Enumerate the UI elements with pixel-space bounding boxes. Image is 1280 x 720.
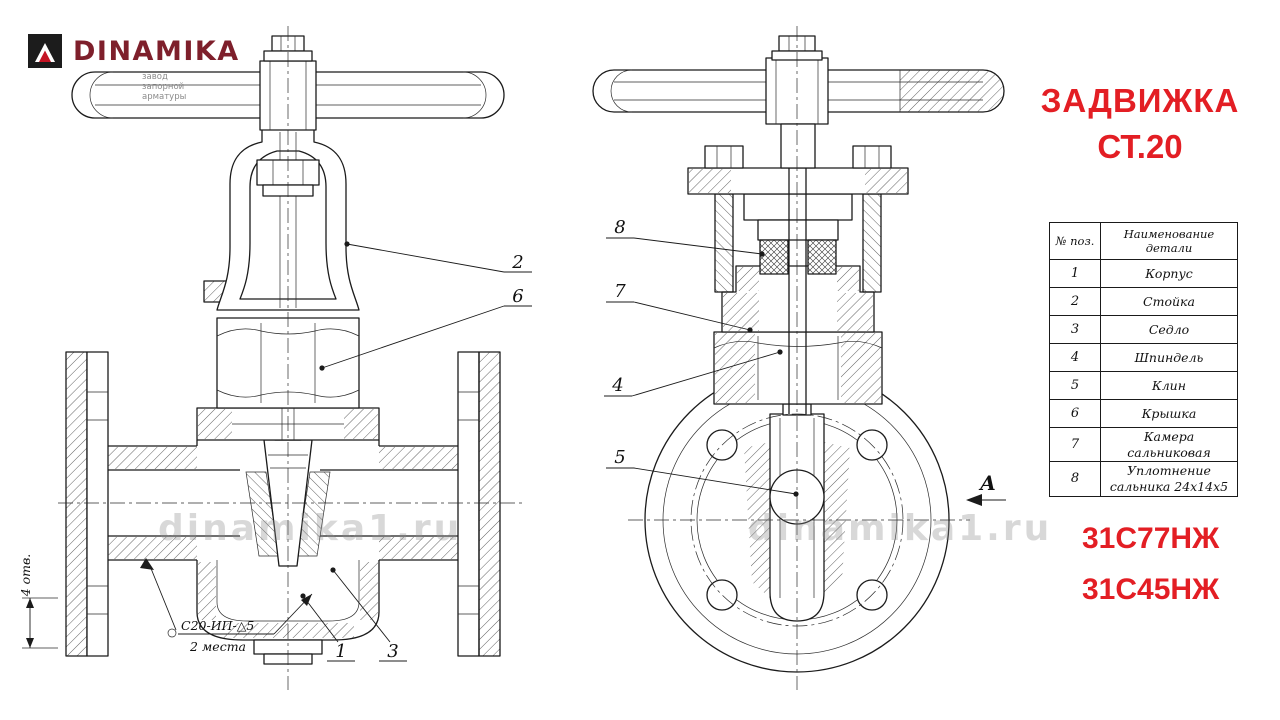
part-name: Шпиндель [1100, 343, 1238, 372]
right-view-handwheel [592, 35, 1005, 169]
callout-7: 7 [614, 281, 626, 302]
right-view-yoke-bolts [687, 145, 909, 293]
left-view-pipe-ports [108, 445, 458, 561]
table-row: 8 Уплотнение сальника 24х14х5 [1049, 461, 1238, 497]
right-view-bonnet [713, 331, 883, 405]
callout-8: 8 [614, 217, 625, 238]
part-name: Стойка [1100, 287, 1238, 316]
right-view-spindle [788, 168, 807, 414]
left-view-flanges [65, 351, 501, 657]
parts-table-header-num: № поз. [1049, 222, 1101, 260]
part-name: Седло [1100, 315, 1238, 344]
callouts: 2 6 1 3 8 7 4 5 [300, 217, 799, 662]
right-view-front-section: А [592, 26, 1006, 690]
weld-places-note: 2 места [189, 639, 246, 654]
table-row: 1 Корпус [1049, 259, 1238, 288]
part-name: Клин [1100, 371, 1238, 400]
parts-table-header-row: № поз. Наименование детали [1049, 222, 1238, 260]
table-row: 6 Крышка [1049, 399, 1238, 428]
callout-5: 5 [614, 447, 625, 468]
callout-2: 2 [511, 252, 523, 273]
left-view-handwheel [71, 35, 505, 131]
watermark-left: dinamika1.ru [158, 508, 463, 549]
left-view-side-section [58, 26, 524, 690]
view-label: А [978, 471, 996, 495]
drawing-title-line-1: ЗАДВИЖКА [1040, 82, 1240, 119]
part-number: 7 [1049, 426, 1101, 463]
part-name: Корпус [1100, 259, 1238, 288]
view-direction-arrow: А [966, 471, 1006, 506]
part-number: 6 [1049, 399, 1101, 428]
parts-table: № поз. Наименование детали 1 Корпус 2 Ст… [1049, 222, 1238, 497]
callout-3: 3 [387, 641, 398, 662]
table-row: 5 Клин [1049, 371, 1238, 400]
logo-brand-text: DINAMIKA [73, 35, 240, 67]
watermark-right: dinamika1.ru [748, 508, 1053, 549]
part-number: 2 [1049, 287, 1101, 316]
right-view-stuffing-box [721, 265, 875, 333]
holes-count-note: 4 отв. [18, 554, 33, 598]
logo-tagline-line-3: арматуры [142, 92, 187, 102]
parts-table-header-name: Наименование детали [1100, 222, 1238, 260]
drawing-title: ЗАДВИЖКА СТ.20 [1035, 82, 1245, 166]
logo-tagline-line-2: запорной [142, 82, 185, 92]
annotations: С20-ИП-△5 2 места 4 отв. [18, 554, 313, 654]
model-code-2: 31С45НЖ [1082, 573, 1220, 606]
logo-icon [28, 34, 62, 68]
callout-4: 4 [611, 375, 623, 396]
part-number: 3 [1049, 315, 1101, 344]
logo-tagline: завод запорной арматуры [142, 72, 186, 102]
callout-1: 1 [335, 641, 346, 662]
part-name: Уплотнение сальника 24х14х5 [1100, 461, 1238, 497]
part-name: Камера сальниковая [1100, 426, 1238, 463]
table-row: 3 Седло [1049, 315, 1238, 344]
logo-tagline-line-1: завод [142, 72, 168, 82]
table-row: 2 Стойка [1049, 287, 1238, 316]
table-row: 7 Камера сальниковая [1049, 426, 1238, 463]
model-codes: 31С77НЖ 31С45НЖ [1082, 524, 1219, 626]
part-name: Крышка [1100, 399, 1238, 428]
model-code-1: 31С77НЖ [1082, 522, 1220, 555]
drawing-title-line-2: СТ.20 [1097, 128, 1183, 165]
weld-spec-note: С20-ИП-△5 [181, 618, 254, 633]
part-number: 5 [1049, 371, 1101, 400]
table-row: 4 Шпиндель [1049, 343, 1238, 372]
callout-6: 6 [512, 286, 523, 307]
part-number: 1 [1049, 259, 1101, 288]
part-number: 4 [1049, 343, 1101, 372]
right-view-gland-packing [743, 193, 853, 275]
part-number: 8 [1049, 461, 1101, 497]
logo: DINAMIKA [26, 30, 240, 72]
